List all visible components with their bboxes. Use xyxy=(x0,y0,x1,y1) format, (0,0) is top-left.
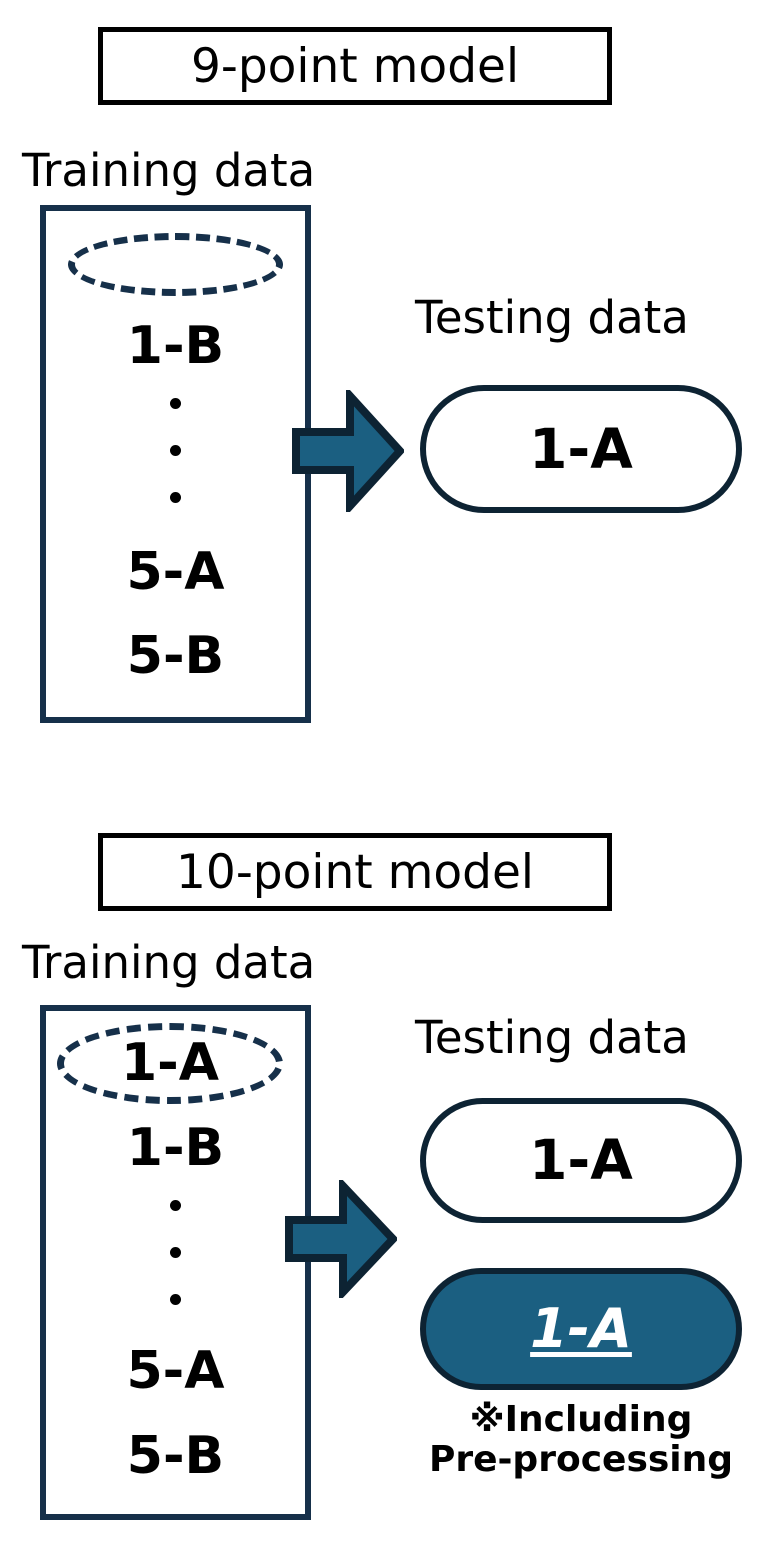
training-data-label-nine-point: Training data xyxy=(22,144,316,197)
training-item-5b-ten-point: 5-B xyxy=(126,1426,225,1486)
training-ellipsis-ten-point xyxy=(170,1200,181,1305)
testing-pill-label: 1-A xyxy=(529,1128,633,1192)
right-arrow-icon-nine-point xyxy=(292,385,406,517)
training-item-1b-ten-point: 1-B xyxy=(126,1118,225,1178)
testing-pill-label: 1-A xyxy=(529,416,633,481)
ellipsis-dot xyxy=(170,1247,181,1258)
testing-data-label-ten-point: Testing data xyxy=(415,1011,689,1064)
testing-pill-open-ten-point: 1-A xyxy=(420,1098,742,1223)
right-arrow-icon-ten-point xyxy=(285,1175,399,1303)
ellipsis-dot xyxy=(170,445,181,456)
testing-pill-label-preprocessed: 1-A xyxy=(530,1297,632,1360)
ellipsis-dot xyxy=(170,492,181,503)
training-data-label-ten-point: Training data xyxy=(22,936,316,989)
panel-title-box-ten-point: 10-point model xyxy=(98,833,612,911)
excluded-item-ellipse-nine-point xyxy=(68,233,283,296)
panel-title-box-nine-point: 9-point model xyxy=(98,27,612,105)
ellipsis-dot xyxy=(170,1294,181,1305)
training-item-5a-ten-point: 5-A xyxy=(126,1341,225,1401)
footnote-line-2: Pre-processing xyxy=(428,1439,734,1481)
training-ellipsis-nine-point xyxy=(170,398,181,503)
panel-title-nine-point: 9-point model xyxy=(190,38,519,94)
ellipsis-dot xyxy=(170,398,181,409)
testing-data-label-nine-point: Testing data xyxy=(415,291,689,344)
panel-title-ten-point: 10-point model xyxy=(176,844,534,900)
testing-pill-open-nine-point: 1-A xyxy=(420,385,742,513)
training-item-highlighted-ten-point: 1-A xyxy=(120,1033,219,1093)
ellipsis-dot xyxy=(170,1200,181,1211)
included-item-ellipse-ten-point xyxy=(57,1023,283,1104)
preprocessing-footnote: ※Including Pre-processing xyxy=(398,1399,764,1481)
testing-pill-filled-ten-point: 1-A xyxy=(420,1268,742,1390)
footnote-line-1: ※Including xyxy=(469,1399,693,1440)
training-item-5b-nine-point: 5-B xyxy=(126,626,225,686)
training-item-1b-nine-point: 1-B xyxy=(126,316,225,376)
training-item-5a-nine-point: 5-A xyxy=(126,542,225,602)
